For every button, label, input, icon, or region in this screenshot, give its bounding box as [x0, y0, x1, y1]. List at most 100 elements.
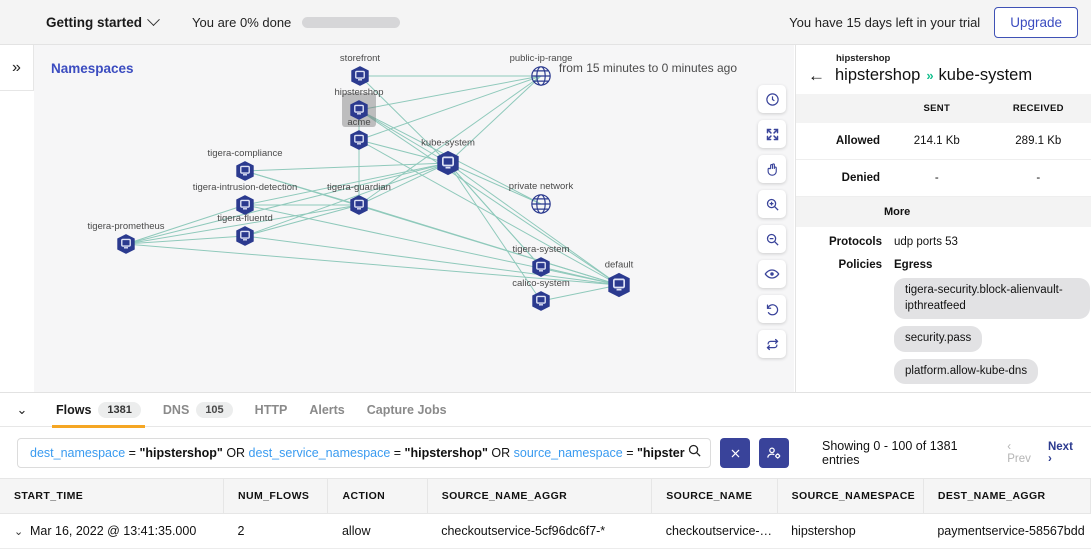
- more-row[interactable]: More: [796, 196, 1091, 227]
- detail-header: hipstershop ← hipstershop » kube-system: [796, 45, 1091, 94]
- query-token: =: [390, 446, 405, 460]
- namespace-icon: [115, 233, 137, 255]
- tab-alerts[interactable]: Alerts: [309, 393, 344, 427]
- graph-node-private network[interactable]: private network: [509, 181, 573, 215]
- node-label: tigera-compliance: [207, 148, 283, 159]
- query-token: "hipstershop": [637, 446, 685, 460]
- namespace-icon: [234, 194, 256, 216]
- user-settings-icon[interactable]: [759, 438, 789, 468]
- more-label: More: [796, 196, 1091, 227]
- clock-icon[interactable]: [758, 85, 786, 113]
- graph-node-tigera-compliance[interactable]: tigera-compliance: [208, 148, 282, 182]
- graph-toolbar: [758, 85, 786, 358]
- search-icon[interactable]: [687, 443, 702, 463]
- pagination: ‹ Prev Next ›: [1007, 441, 1079, 465]
- traffic-table-head: SENT RECEIVED: [796, 94, 1091, 123]
- policy-chip[interactable]: tigera-security.block-alienvault-ipthrea…: [894, 278, 1090, 320]
- detail-dest: kube-system: [938, 66, 1033, 84]
- flows-col-dest_name_aggr[interactable]: DEST_NAME_AGGR: [923, 478, 1091, 514]
- node-label: calico-system: [512, 278, 570, 289]
- top-bar: Getting started You are 0% done You have…: [0, 0, 1091, 45]
- chevron-down-icon: [147, 12, 160, 26]
- double-chevron-down-icon[interactable]: ⌄: [16, 401, 28, 417]
- upgrade-button[interactable]: Upgrade: [994, 6, 1078, 38]
- tab-http[interactable]: HTTP: [255, 393, 288, 427]
- flows-col-source_namespace[interactable]: SOURCE_NAMESPACE: [777, 478, 924, 514]
- next-page-button[interactable]: Next ›: [1047, 441, 1073, 465]
- getting-started-menu[interactable]: Getting started: [46, 12, 160, 30]
- graph-node-tigera-intrusion-detection[interactable]: tigera-intrusion-detection: [193, 182, 297, 216]
- prev-page-button[interactable]: ‹ Prev: [1007, 441, 1031, 465]
- graph-node-tigera-guardian[interactable]: tigera-guardian: [327, 182, 391, 216]
- node-label: acme: [347, 117, 371, 128]
- namespace-icon: [234, 225, 256, 247]
- detail-source: hipstershop: [835, 66, 921, 84]
- flows-col-source_name_aggr[interactable]: SOURCE_NAME_AGGR: [427, 478, 653, 514]
- query-token: =: [622, 446, 637, 460]
- query-token: OR: [487, 446, 514, 460]
- flows-col-start_time[interactable]: START_TIME: [0, 478, 225, 514]
- expand-icon[interactable]: [758, 120, 786, 148]
- graph-node-calico-system[interactable]: calico-system: [512, 278, 570, 312]
- cell-source-name-aggr: checkoutservice-5cf96dc6f7-*: [427, 513, 652, 549]
- graph-node-tigera-prometheus[interactable]: tigera-prometheus: [87, 221, 165, 255]
- tab-label: Flows: [56, 402, 92, 417]
- graph-title[interactable]: Namespaces: [51, 61, 134, 76]
- progress-bar: [302, 16, 401, 28]
- node-label: tigera-fluentd: [217, 213, 273, 224]
- graph-node-tigera-system[interactable]: tigera-system: [512, 244, 570, 278]
- traffic-row: Denied--: [796, 159, 1091, 197]
- eye-icon[interactable]: [758, 260, 786, 288]
- namespace-icon: [348, 129, 370, 151]
- clear-query-button[interactable]: [720, 438, 750, 468]
- traffic-sent: 214.1 Kb: [888, 123, 986, 160]
- progress-label: You are 0% done: [192, 14, 292, 30]
- graph-node-tigera-fluentd[interactable]: tigera-fluentd: [217, 213, 273, 247]
- cell-source-namespace: hipstershop: [777, 513, 924, 549]
- zoom-out-icon[interactable]: [758, 225, 786, 253]
- showing-entries: Showing 0 - 100 of 1381 entries: [822, 439, 958, 467]
- search-input[interactable]: dest_namespace = "hipstershop" OR dest_s…: [17, 438, 711, 468]
- graph-node-public-ip-range[interactable]: public-ip-range: [510, 53, 572, 87]
- node-label: hipstershop: [334, 87, 384, 98]
- undo-icon[interactable]: [758, 295, 786, 323]
- flows-col-num_flows[interactable]: NUM_FLOWS: [223, 478, 329, 514]
- refresh-icon[interactable]: [758, 330, 786, 358]
- flows-col-source_name[interactable]: SOURCE_NAME: [651, 478, 778, 514]
- flows-col-action[interactable]: ACTION: [327, 478, 428, 514]
- query-token: source_namespace: [513, 446, 623, 460]
- node-label: default: [604, 259, 634, 271]
- detail-panel: hipstershop ← hipstershop » kube-system …: [795, 45, 1091, 392]
- graph-node-storefront[interactable]: storefront: [340, 53, 380, 87]
- policy-chip[interactable]: platform.allow-kube-dns: [894, 358, 1039, 385]
- traffic-row-label: Denied: [796, 159, 888, 197]
- tab-capture[interactable]: Capture Jobs: [367, 393, 447, 427]
- graph-node-acme[interactable]: acme: [347, 117, 371, 151]
- zoom-in-icon[interactable]: [758, 190, 786, 218]
- policy-chip[interactable]: security.pass: [894, 326, 983, 352]
- namespace-icon: [530, 290, 552, 312]
- back-arrow-icon[interactable]: ←: [808, 66, 825, 85]
- policy-chip-list: tigera-security.block-alienvault-ipthrea…: [894, 278, 1091, 391]
- graph-node-kube-system[interactable]: kube-system: [421, 138, 475, 177]
- node-label: tigera-system: [512, 244, 570, 255]
- graph-node-default[interactable]: default: [605, 260, 633, 299]
- chevron-down-icon[interactable]: ⌄: [14, 526, 24, 538]
- query-token: dest_service_namespace: [248, 446, 391, 460]
- graph-node-hipstershop[interactable]: hipstershop: [334, 87, 384, 127]
- query-token: "hipstershop": [139, 446, 223, 460]
- sidebar-expand-button[interactable]: »: [0, 45, 34, 91]
- hand-icon[interactable]: [758, 155, 786, 183]
- node-label: kube-system: [421, 137, 475, 149]
- node-label: tigera-intrusion-detection: [192, 182, 298, 193]
- query-token: dest_namespace: [30, 446, 126, 460]
